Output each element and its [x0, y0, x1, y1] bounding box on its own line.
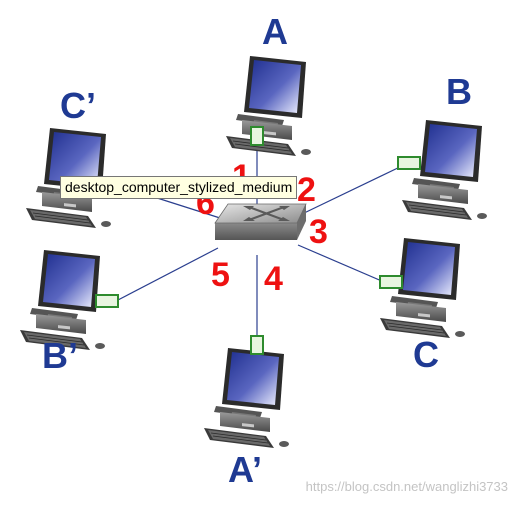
network-interface-icon — [95, 294, 119, 308]
network-interface-icon — [250, 335, 264, 355]
network-switch-icon — [214, 203, 307, 240]
host-label-a-prime: A’ — [228, 449, 262, 490]
port-label-2: 2 — [297, 171, 316, 209]
link-b — [299, 164, 405, 216]
desktop-computer-icon[interactable] — [203, 347, 290, 449]
host-label-c: C — [413, 334, 439, 375]
link-c — [297, 244, 385, 283]
port-label-4: 4 — [264, 260, 283, 298]
network-interface-icon — [397, 156, 421, 170]
host-label-a: A — [262, 11, 288, 52]
network-interface-icon — [250, 126, 264, 146]
host-label-c-prime: C’ — [60, 85, 96, 126]
network-interface-icon — [379, 275, 403, 289]
port-label-3: 3 — [309, 213, 328, 251]
watermark: https://blog.csdn.net/wanglizhi3733 — [306, 479, 508, 494]
port-label-5: 5 — [211, 256, 230, 294]
element-tooltip: desktop_computer_stylized_medium — [60, 176, 298, 199]
desktop-computer-icon[interactable] — [225, 55, 312, 157]
host-label-b-prime: B’ — [42, 335, 78, 376]
host-label-b: B — [446, 71, 472, 112]
link-b-prime — [117, 247, 219, 301]
